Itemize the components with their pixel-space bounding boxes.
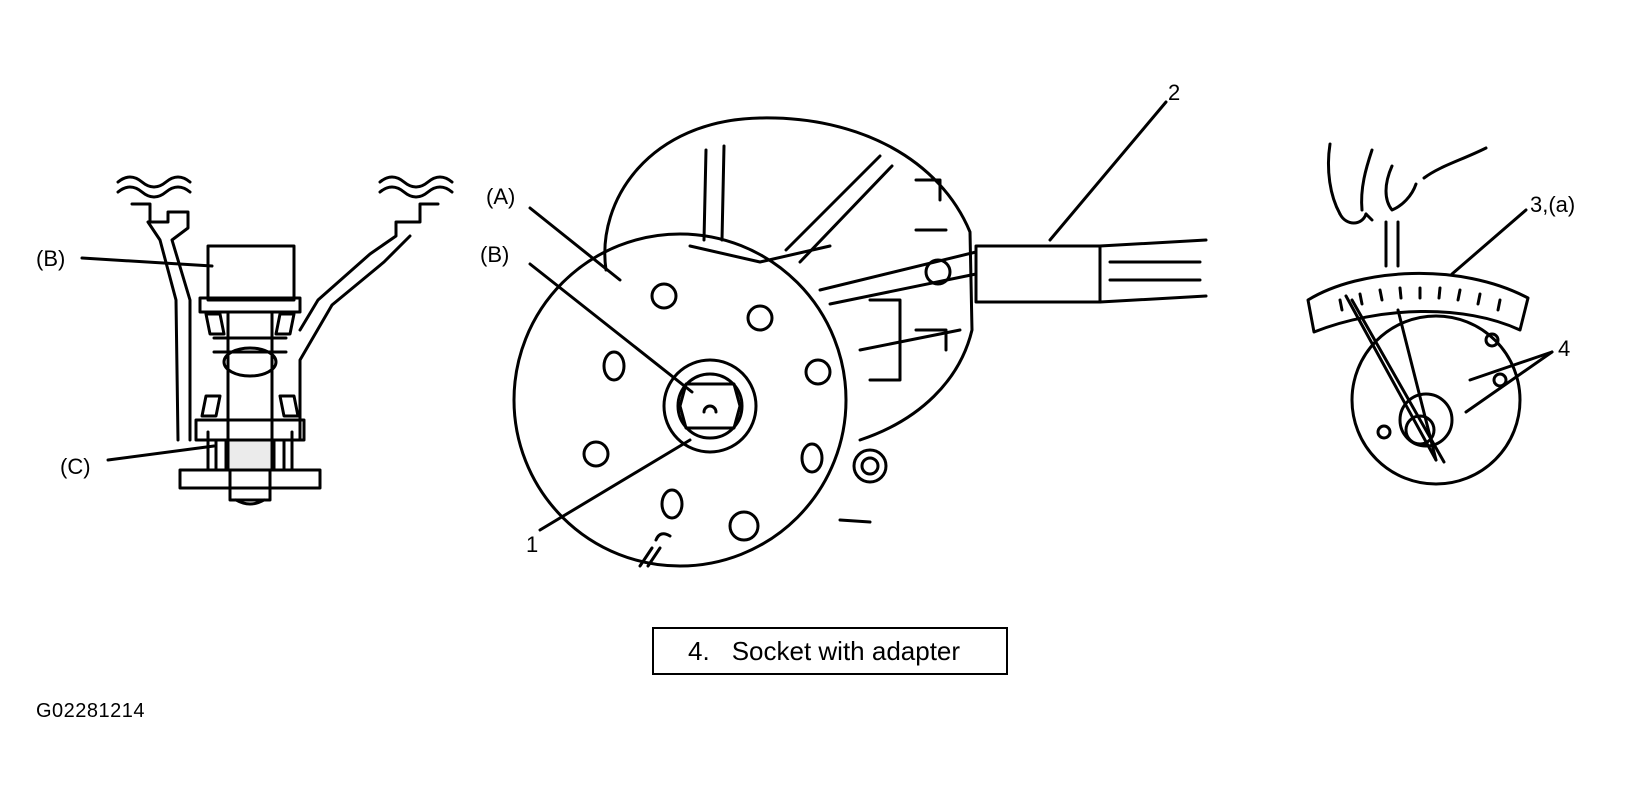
figure-id: G02281214 xyxy=(36,700,146,722)
leader-mid-B xyxy=(528,262,694,394)
torque-gauge-view xyxy=(1306,142,1530,486)
leader-mid-1 xyxy=(538,438,692,532)
leader-right-3a xyxy=(1450,208,1528,276)
caption-box: 4. Socket with adapter xyxy=(652,627,1008,675)
label-right-3a: 3,(a) xyxy=(1530,192,1575,217)
hub-assembly xyxy=(512,116,1208,568)
label-mid-2: 2 xyxy=(1168,80,1180,105)
caption-number: 4. xyxy=(688,635,710,666)
label-left-B: (B) xyxy=(36,246,65,271)
hub-cross-section xyxy=(116,175,454,506)
leader-mid-A xyxy=(528,206,622,282)
leader-mid-2 xyxy=(1048,100,1168,242)
caption-text: Socket with adapter xyxy=(731,635,961,666)
label-right-4: 4 xyxy=(1558,336,1570,361)
label-left-C: (C) xyxy=(60,454,91,479)
label-mid-1: 1 xyxy=(526,532,538,557)
label-mid-B: (B) xyxy=(480,242,509,267)
leader-left-B xyxy=(80,256,214,268)
leader-right-4a xyxy=(1468,350,1554,382)
label-mid-A: (A) xyxy=(486,184,515,209)
leader-left-C xyxy=(106,444,216,462)
leader-right-4b xyxy=(1464,350,1554,414)
